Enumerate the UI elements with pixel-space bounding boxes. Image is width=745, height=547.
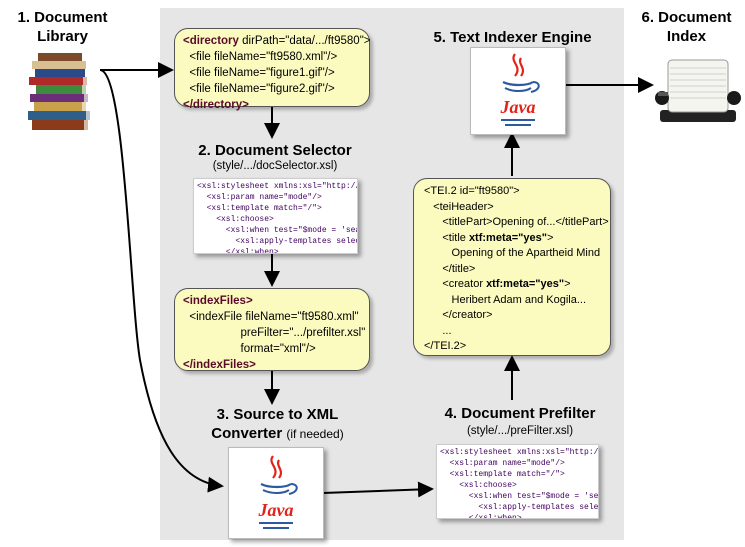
xml-line: <directory dirPath="data/.../ft9580"> [183,33,371,49]
directory-lines: <directory dirPath="data/.../ft9580"> <f… [183,33,371,113]
tei-line: </creator> [424,308,610,324]
xsl-line: <xsl:param name="mode"/> [440,459,565,468]
tei-pre: Heribert Adam and Kogila... [424,293,587,306]
tei-line: ... [424,324,610,340]
tei-bold: xtf:meta="yes" [486,278,565,290]
xsl-line: </xsl:when> [197,248,279,254]
java-label: Java [258,500,294,520]
xsl-code-lines: <xsl:stylesheet xmlns:xsl="http://w <xsl… [197,181,358,254]
xml-line: <file fileName="ft9580.xml"/> [183,49,369,65]
xml-text: format="xml"/> [183,343,316,355]
xsl-line: <xsl:when test="$mode = 'sear [197,226,358,235]
xsl-code-lines: <xsl:stylesheet xmlns:xsl="http://w <xsl… [440,447,599,519]
xsl-line: <xsl:choose> [440,481,517,490]
tei-lines: <TEI.2 id="ft9580"> <teiHeader> <titlePa… [424,184,610,355]
xsl-line: <xsl:param name="mode"/> [197,193,322,202]
xml-tag: </indexFiles> [183,359,256,371]
xml-text: <file fileName="ft9580.xml"/> [183,51,338,63]
indexfiles-xml-box: <indexFiles> <indexFile fileName="ft9580… [174,288,370,371]
tei-pre: <teiHeader> [424,200,494,213]
rolodex-icon [655,59,741,122]
xsl-line: </xsl:when> [440,514,522,519]
xsl-line: <xsl:stylesheet xmlns:xsl="http://w [440,448,599,457]
xsl-line: <xsl:apply-templates select [197,237,358,246]
xml-text: dirPath="data/.../ft9580"> [238,35,371,47]
tei-xml-box: <TEI.2 id="ft9580"> <teiHeader> <titlePa… [413,178,611,356]
xml-tag: <directory [183,35,239,47]
tei-line: <TEI.2 id="ft9580"> [424,184,610,200]
indexfiles-lines: <indexFiles> <indexFile fileName="ft9580… [183,293,369,373]
doc-prefilter-file: (style/.../preFilter.xsl) [466,425,574,437]
xml-line: preFilter=".../prefilter.xsl" [183,325,369,341]
java-logo-icon: Java [258,455,298,529]
tei-bold: xtf:meta="yes" [468,231,547,244]
tei-post: > [546,231,554,244]
tei-line: <creator xtf:meta="yes"> [424,277,610,293]
tei-pre: <title [424,231,469,244]
xsl-line: <xsl:apply-templates select [440,503,599,512]
tei-pre: </title> [424,262,476,275]
xml-line: <file fileName="figure2.gif"/> [183,81,369,97]
xsl-line: <xsl:choose> [197,215,274,224]
tei-pre: </creator> [424,309,493,321]
xml-text: <file fileName="figure1.gif"/> [183,67,335,79]
xsl-line: <xsl:stylesheet xmlns:xsl="http://w [197,182,358,191]
doc-selector-title: 2. Document Selector [198,142,352,159]
xsl-line: <xsl:template match="/"> [440,470,565,479]
doc-library-title: 1. Document Library [17,9,108,45]
book-stack-icon [28,53,90,130]
tei-line: <teiHeader> [424,200,610,216]
arrow-converter-to-prefilter [322,481,434,498]
selector-xsl-snippet: <xsl:stylesheet xmlns:xsl="http://w <xsl… [193,178,358,254]
tei-pre: <titlePart>Opening of...</titlePart> [424,216,609,228]
tei-line: </title> [424,262,610,278]
xml-tag: <indexFiles> [183,295,253,307]
prefilter-xsl-snippet: <xsl:stylesheet xmlns:xsl="http://w <xsl… [436,444,599,519]
xml-tag: </directory> [183,99,249,111]
tei-line: Opening of the Apartheid Mind [424,246,610,262]
xml-line: <indexFile fileName="ft9580.xml" [183,309,369,325]
indexer-java-box: Java [470,47,566,135]
xml-line: <file fileName="figure1.gif"/> [183,65,369,81]
tei-pre: <creator [424,278,487,290]
xsl-line: <xsl:when test="$mode = 'sear [440,492,599,501]
doc-selector-file: (style/.../docSelector.xsl) [212,160,338,172]
tei-line: Heribert Adam and Kogila... [424,293,610,309]
xsl-line: <xsl:template match="/"> [197,204,322,213]
directory-xml-box: <directory dirPath="data/.../ft9580"> <f… [174,28,371,111]
tei-line: <titlePart>Opening of...</titlePart> [424,215,610,231]
doc-index-title: 6. Document Index [641,9,732,45]
xml-line: <indexFiles> [183,293,369,309]
tei-pre: ... [424,324,452,337]
xml-text: preFilter=".../prefilter.xsl" [183,327,366,339]
tei-post: > [564,278,571,290]
tei-line: <title xtf:meta="yes"> [424,231,610,247]
xml-line: format="xml"/> [183,341,369,357]
java-label: Java [500,97,536,117]
converter-java-box: Java [228,447,324,539]
tei-pre: <TEI.2 id="ft9580"> [424,185,520,197]
text-indexer-title: 5. Text Indexer Engine [433,29,592,46]
xml-text: <file fileName="figure2.gif"/> [183,83,335,95]
xml-line: </directory> [183,97,369,113]
doc-prefilter-title: 4. Document Prefilter [444,405,596,422]
java-logo-icon: Java [500,53,540,126]
arrow-library-to-converter [99,69,224,493]
converter-title: 3. Source to XML Converter (if needed) [211,406,344,442]
xml-line: </indexFiles> [183,357,369,373]
tei-line: </TEI.2> [424,339,610,355]
xml-text: <indexFile fileName="ft9580.xml" [183,311,359,323]
tei-pre: Opening of the Apartheid Mind [424,247,601,259]
tei-pre: </TEI.2> [424,340,467,352]
